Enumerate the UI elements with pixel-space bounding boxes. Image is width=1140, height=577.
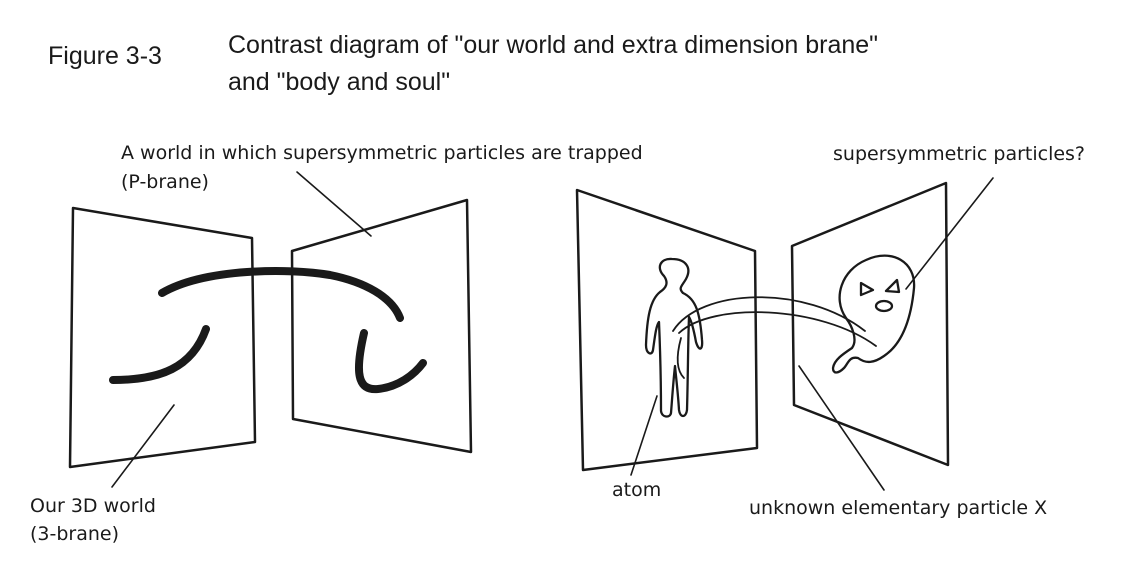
our-world-string — [109, 325, 210, 384]
p-brane-string — [354, 329, 427, 394]
pbrane-label-line1: A world in which supersymmetric particle… — [121, 142, 643, 164]
figure-title-line2: and "body and soul" — [228, 68, 451, 96]
figure-label: Figure 3-3 — [48, 42, 162, 70]
our-world-brane-panel — [68, 206, 257, 469]
particle-x-leader-line — [798, 365, 885, 491]
our-world-leader-line — [111, 404, 175, 488]
our-world-label-line1: Our 3D world — [30, 495, 156, 517]
particle-x-label: unknown elementary particle X — [749, 497, 1048, 519]
susy-leader-line — [905, 177, 994, 290]
pbrane-label-line2: (P-brane) — [121, 171, 209, 193]
soul-ghost — [831, 254, 916, 374]
particle-x-string-upper — [672, 296, 866, 332]
particle-x-string-tail — [676, 337, 685, 379]
susy-particles-label: supersymmetric particles? — [833, 143, 1086, 165]
p-brane-panel — [290, 198, 473, 454]
soul-brane-panel — [790, 181, 950, 467]
body-brane-panel — [575, 188, 759, 472]
pbrane-leader-line — [296, 171, 372, 237]
ghost-right-eye — [884, 278, 901, 294]
human-figure — [644, 257, 704, 418]
ghost-mouth — [874, 299, 894, 313]
figure-title-line1: Contrast diagram of "our world and extra… — [228, 31, 879, 59]
atom-label: atom — [612, 479, 662, 501]
our-world-label-line2: (3-brane) — [30, 523, 120, 545]
atom-leader-line — [630, 395, 658, 476]
connecting-string — [158, 266, 404, 322]
ghost-left-eye — [859, 281, 875, 297]
